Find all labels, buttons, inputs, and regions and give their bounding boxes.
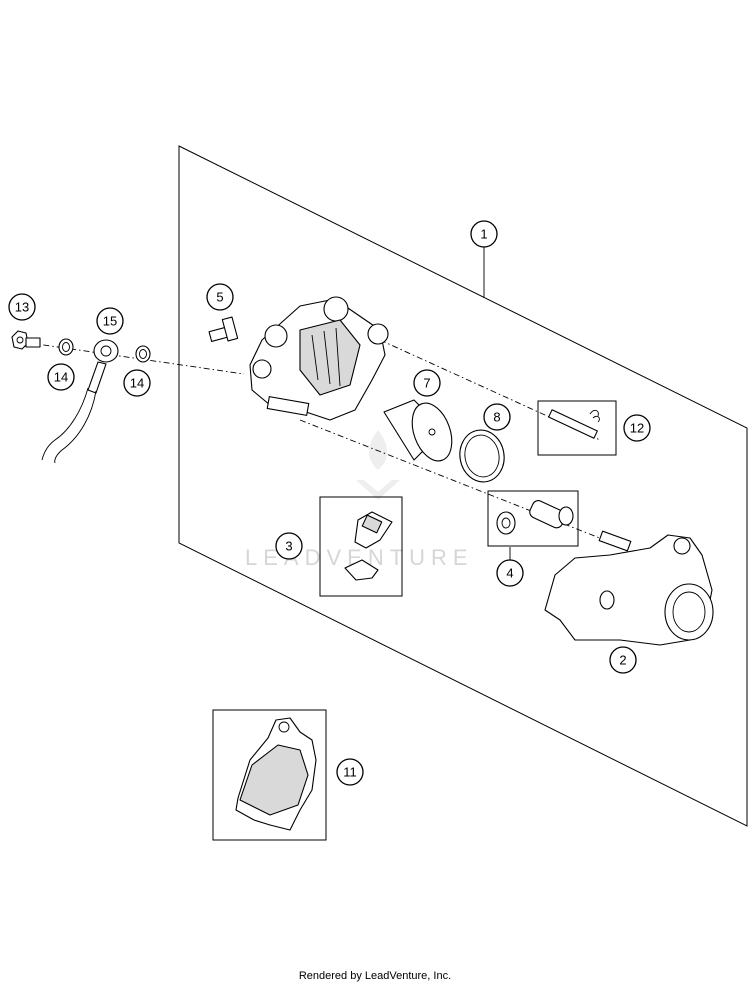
- svg-text:12: 12: [630, 421, 644, 436]
- callout-14-left: 14: [47, 363, 75, 391]
- caliper-bracket: [544, 530, 714, 646]
- callout-14-right: 14: [123, 369, 151, 397]
- callout-11: 11: [336, 758, 364, 786]
- banjo-bolt: [11, 330, 41, 350]
- callout-8: 8: [483, 403, 511, 431]
- svg-text:14: 14: [54, 370, 68, 385]
- caliper-body: [249, 296, 389, 421]
- assembly-frame: [178, 145, 748, 827]
- footer-credit: Rendered by LeadVenture, Inc.: [298, 970, 452, 982]
- callout-1: 1: [470, 220, 498, 248]
- svg-text:8: 8: [493, 410, 500, 425]
- svg-text:11: 11: [343, 765, 357, 780]
- callout-4: 4: [496, 559, 524, 587]
- guide-pin-boot-kit: [487, 490, 579, 547]
- svg-text:2: 2: [619, 653, 626, 668]
- brake-line: [41, 339, 119, 464]
- sealing-washer-left: [58, 338, 74, 356]
- svg-text:5: 5: [216, 290, 223, 305]
- bleeder-valve: [208, 316, 239, 342]
- pad-spring-kit: [319, 496, 403, 597]
- brake-pads: [212, 709, 327, 841]
- svg-text:3: 3: [285, 539, 292, 554]
- svg-text:14: 14: [130, 376, 144, 391]
- axis-line-lower: [299, 419, 621, 547]
- svg-text:13: 13: [15, 300, 29, 315]
- callout-15: 15: [96, 307, 124, 335]
- svg-text:7: 7: [423, 376, 430, 391]
- svg-text:4: 4: [506, 566, 513, 581]
- sealing-washer-right: [135, 345, 151, 363]
- callout-3: 3: [275, 532, 303, 560]
- callout-5: 5: [206, 283, 234, 311]
- callout-12: 12: [623, 414, 651, 442]
- callout-2: 2: [609, 646, 637, 674]
- callout-7: 7: [413, 369, 441, 397]
- svg-text:1: 1: [480, 227, 487, 242]
- piston-seal: [459, 429, 505, 483]
- pad-pin-kit: [537, 400, 617, 456]
- callout-13: 13: [8, 293, 36, 321]
- svg-text:15: 15: [103, 314, 117, 329]
- piston: [383, 399, 453, 462]
